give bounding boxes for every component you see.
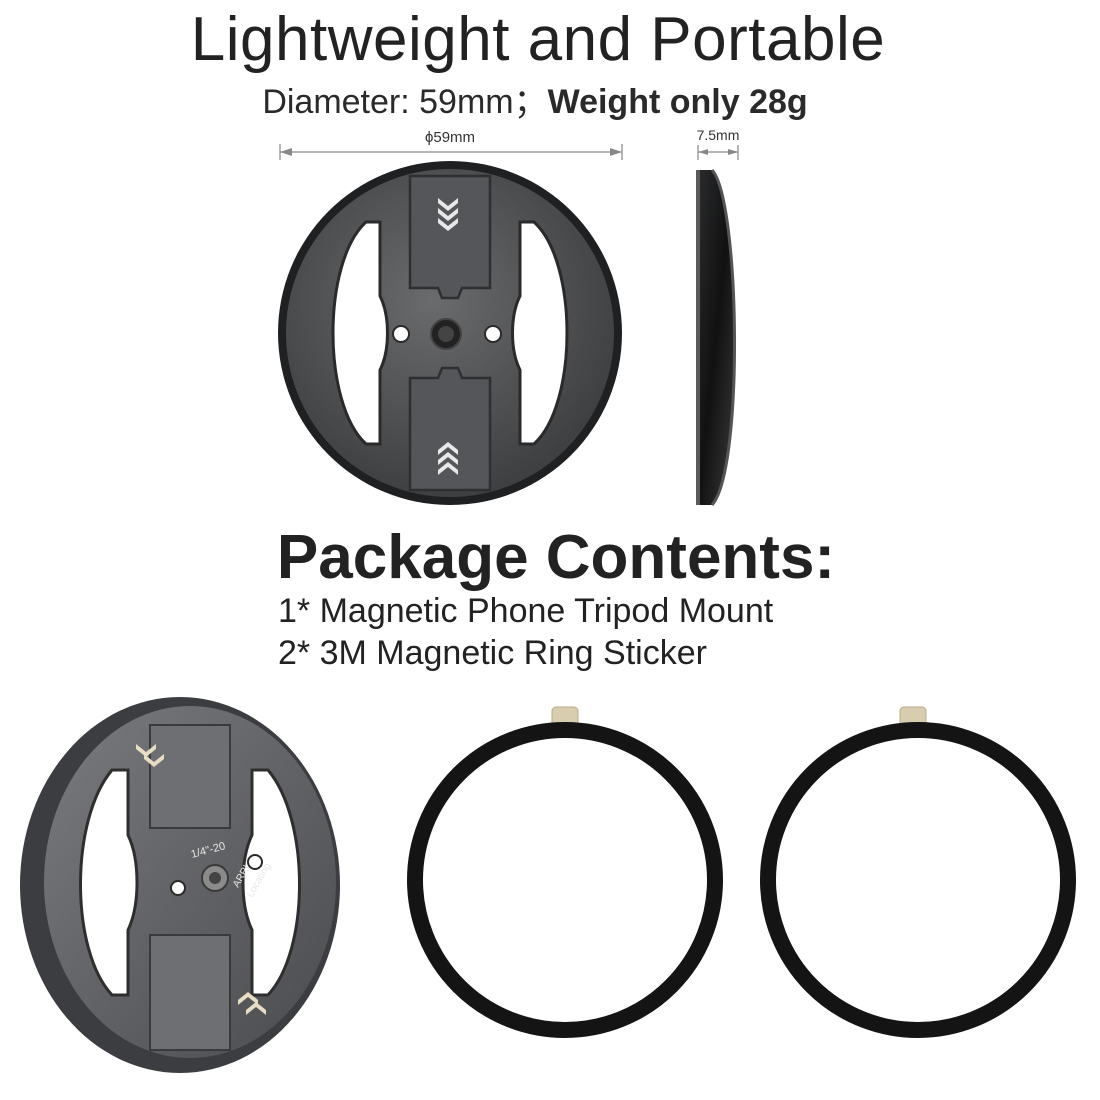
diameter-text: Diameter: 59mm； bbox=[262, 83, 548, 121]
mount-side-view: 7.5mm bbox=[696, 127, 740, 507]
thickness-label: 7.5mm bbox=[697, 127, 740, 143]
package-contents-list: 1* Magnetic Phone Tripod Mount 2* 3M Mag… bbox=[278, 590, 773, 674]
diameter-label: ϕ59mm bbox=[425, 129, 475, 146]
package-item: 1* Magnetic Phone Tripod Mount bbox=[278, 592, 774, 630]
mount-front-view bbox=[278, 161, 622, 505]
mount-angled-view: 1/4"-20 ARRI Locating bbox=[20, 697, 340, 1073]
diameter-dimension: ϕ59mm bbox=[279, 129, 623, 160]
weight-text: Weight only 28g bbox=[547, 83, 808, 121]
ring-sticker-2 bbox=[760, 706, 1076, 1038]
package-contents-title: Package Contents: bbox=[276, 523, 836, 592]
package-item: 2* 3M Magnetic Ring Sticker bbox=[278, 634, 707, 672]
ring-sticker-1 bbox=[407, 706, 723, 1038]
page-title: Lightweight and Portable bbox=[190, 5, 886, 74]
page-subtitle: Diameter: 59mm；Weight only 28g bbox=[0, 74, 1070, 123]
